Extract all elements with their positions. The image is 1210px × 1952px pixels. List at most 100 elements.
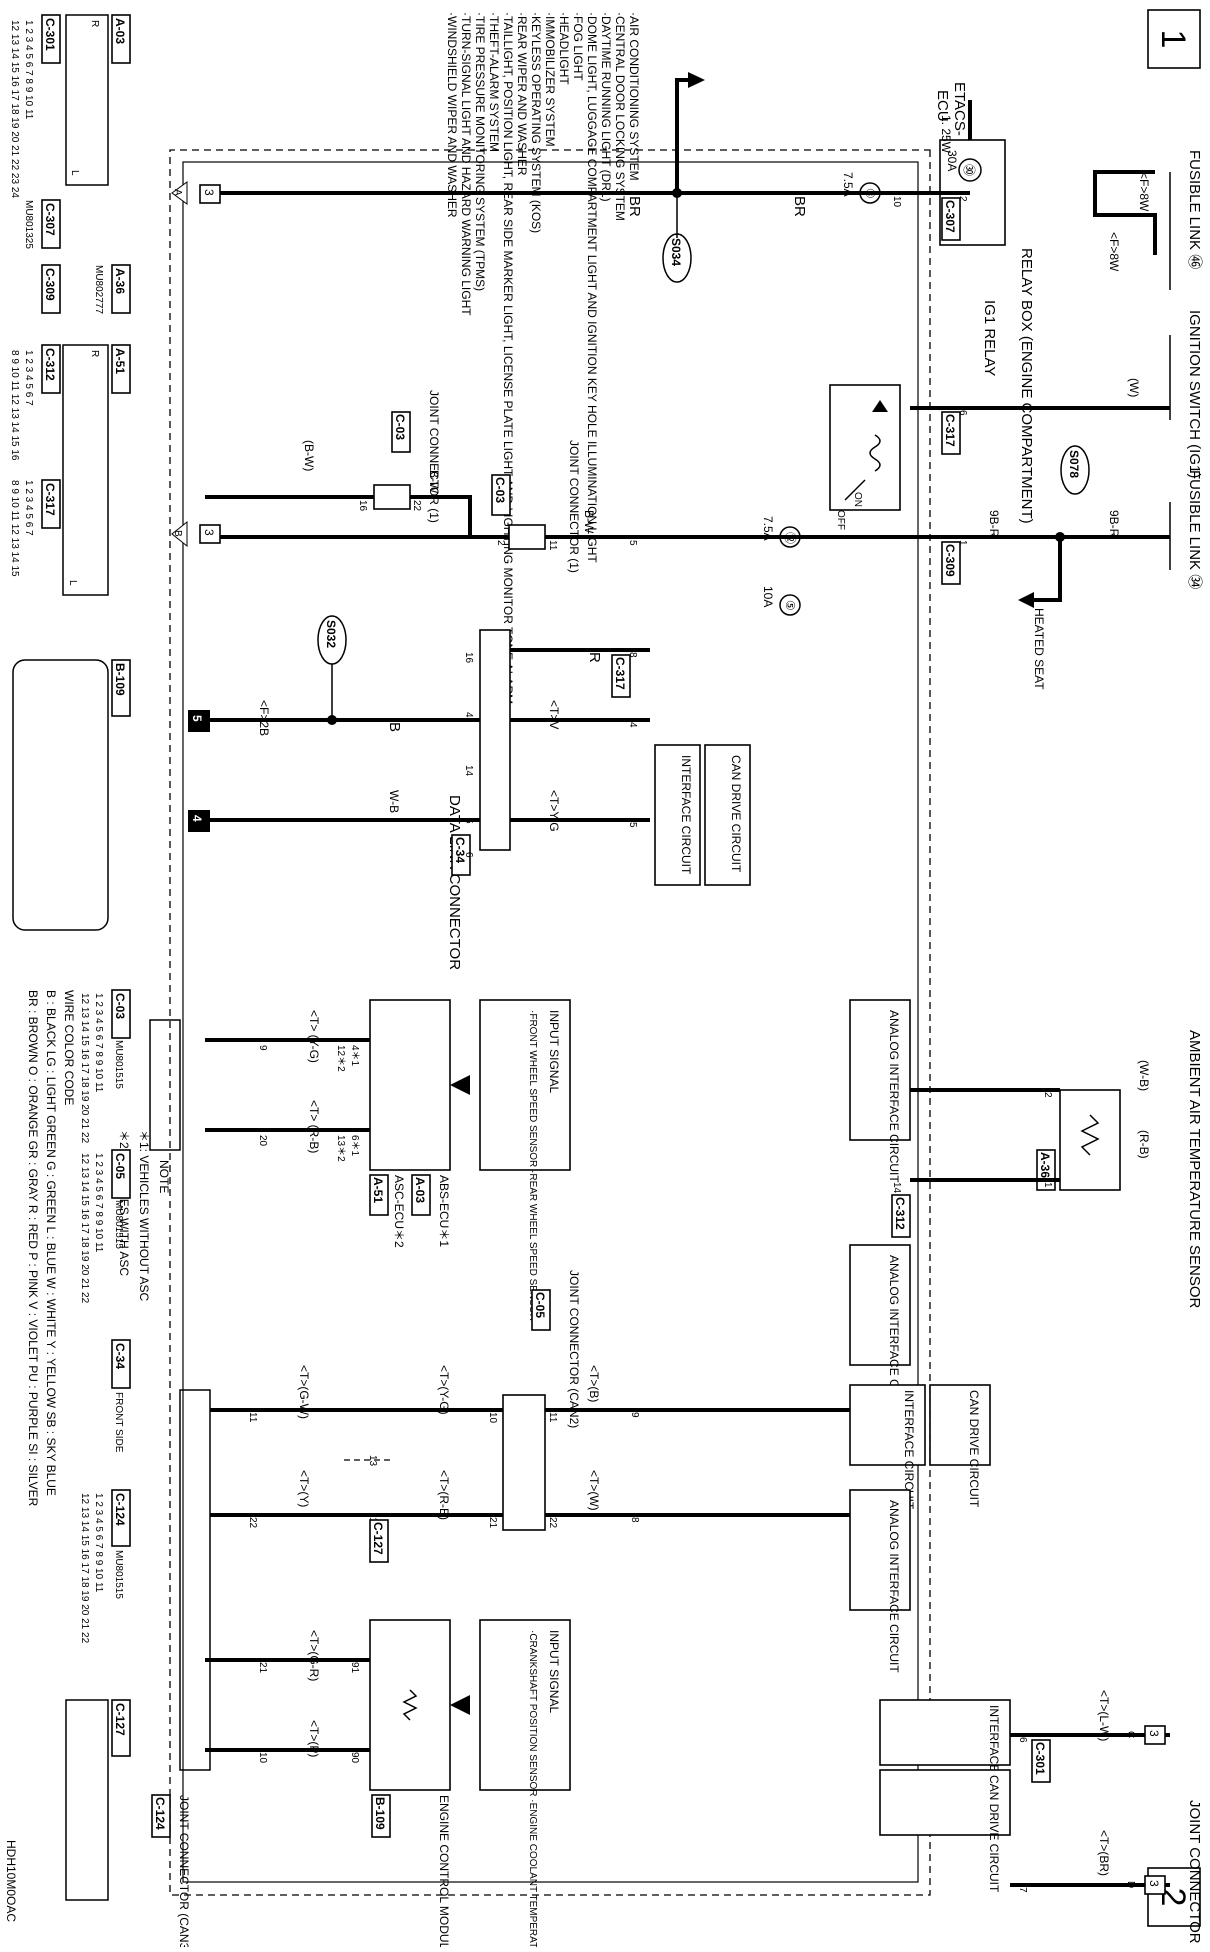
connector-c301-tag <box>1031 1739 1051 1783</box>
legend-row-1: B : BLACK LG : LIGHT GREEN G : GREEN L :… <box>44 990 58 1496</box>
conn-view-a03-label: A-03 <box>113 18 127 44</box>
relay-on-label: ON <box>852 492 863 507</box>
pin-1-a36: 1 <box>1042 1182 1053 1188</box>
pin-6x: 6＊1 <box>349 1135 360 1157</box>
etacs-ecu-inner <box>182 161 919 1883</box>
connector-c127: C-127 <box>371 1522 385 1555</box>
wire-tyg-label: <T>Y-G <box>547 790 561 832</box>
asc-ecu-label: ASC-ECU＊2 <box>392 1175 406 1248</box>
analog-3-label: ANALOG INTERFACE CIRCUIT <box>887 1500 901 1673</box>
pin-16-dlc: 16 <box>463 652 474 664</box>
conn-view-c301-row1: 1 2 3 4 5 6 7 8 9 10 11 <box>23 20 34 120</box>
wire-br-label-a: BR <box>791 196 808 217</box>
wire-9br-label-b: 9B-R <box>987 510 1001 538</box>
conn-view-a03-l: L <box>69 170 80 176</box>
arrow-up-systems <box>688 72 705 88</box>
conn-view-b109 <box>12 659 109 931</box>
connector-c307: C-307 <box>943 200 957 233</box>
wire-t-lw-label: <T>(L-W) <box>1097 1690 1111 1741</box>
pin-13-can: 13 <box>367 1455 378 1467</box>
fuse-8-amp: 7.5A <box>841 172 855 197</box>
ground-4-box <box>188 810 210 832</box>
splice-s032-label: S032 <box>324 620 338 648</box>
pin-9-etacs: 9 <box>629 1412 640 1418</box>
pin-2-c307: 2 <box>957 196 968 202</box>
ground-5-label: 5 <box>190 715 204 722</box>
wire-t-yg2-label: <T>(Y-G) <box>437 1365 451 1415</box>
analog-interface-1 <box>849 999 911 1141</box>
conn-view-a36-tag <box>111 264 131 314</box>
pin-4-etacs: 4 <box>627 722 638 728</box>
abs-ecu-box <box>369 999 451 1171</box>
arrow-input-1 <box>450 1075 470 1095</box>
pin-6-dlc: 6 <box>463 852 474 858</box>
note-title: NOTE <box>157 1160 171 1193</box>
conn-view-c124-row1: 1 2 3 4 5 6 7 8 9 10 11 <box>93 1493 104 1593</box>
arrow-ref-a <box>171 181 188 205</box>
conn-view-c307-tag <box>41 199 61 249</box>
conn-view-c317-label: C-317 <box>43 483 57 516</box>
pin-91-b109: 91 <box>349 1662 360 1674</box>
pin-2-c03: 2 <box>495 540 506 546</box>
input-signal-1-title: INPUT SIGNAL <box>547 1010 561 1093</box>
wire-wb-label: W-B <box>387 790 401 813</box>
conn-view-c124-row2: 12 13 14 15 16 17 18 19 20 21 22 <box>79 1493 90 1644</box>
conn-view-a51-tag <box>111 344 131 394</box>
connector-a03-tag <box>411 1174 431 1216</box>
connector-c03b: C-03 <box>393 414 407 440</box>
connector-c03a-tag <box>491 474 511 516</box>
ignition-wire-label: (W) <box>1127 378 1141 397</box>
pin-22-c03: 22 <box>411 500 422 512</box>
ig1-relay-label: IG1 RELAY <box>981 300 998 376</box>
wire-9br-label-a: 9B-R <box>1107 510 1121 538</box>
connector-c127-tag <box>369 1519 389 1563</box>
connector-c124: C-124 <box>153 1797 167 1830</box>
connector-c317: C-317 <box>943 414 957 447</box>
pin-11-c03: 11 <box>547 540 558 551</box>
connector-c317b: C-317 <box>613 657 627 690</box>
conn-view-b109-tag <box>111 659 131 717</box>
ref-3-a-box <box>199 184 221 204</box>
conn-view-c301-tag <box>41 14 61 64</box>
pin-10-c307: 10 <box>891 196 902 208</box>
input-signal-1-box <box>479 999 571 1171</box>
ignition-switch-label: IGNITION SWITCH (IG1) <box>1186 310 1203 478</box>
etacs-ecu-label: ETACS-ECU <box>934 82 968 136</box>
fuse-8-icon <box>859 182 881 204</box>
system-item-0: ·AIR CONDITIONING SYSTEM <box>627 12 641 181</box>
system-item-8: ·REAR WIPER AND WASHER <box>515 12 529 176</box>
pin-90-b109: 90 <box>349 1752 360 1764</box>
interface-circuit-1 <box>654 744 701 886</box>
system-item-11: ·TIRE PRESSURE MONITORING SYSTEM (TPMS) <box>473 12 487 291</box>
conn-view-c03-tag <box>111 989 131 1039</box>
interface-2-label: INTERFACE CIRCUIT <box>902 1390 916 1510</box>
pin-11-can3: 11 <box>247 1412 258 1423</box>
ref-3-c-box <box>1144 1725 1166 1745</box>
conn-view-a03-r: R <box>89 20 100 27</box>
conn-view-c127-tag <box>111 1699 131 1757</box>
thermistor-icon <box>1080 1114 1100 1156</box>
ref-3-b: 3 <box>202 529 216 536</box>
can-drive-circuit-2 <box>929 1384 991 1466</box>
legend-title: WIRE COLOR CODE <box>62 990 76 1105</box>
pin-20-c03: 20 <box>257 1135 268 1147</box>
wire-t-gr-label: <T>(G-R) <box>307 1630 321 1681</box>
page-number-box-1 <box>1147 9 1201 69</box>
wire-t-rb-label: <T> (R-B) <box>307 1100 321 1153</box>
pin-6-c317: 6 <box>957 410 968 416</box>
pin-22-c05: 22 <box>547 1517 558 1529</box>
conn-view-c05-part: MU801515 <box>113 1200 124 1249</box>
joint-can1-label: JOINT CONNECTOR (CAN1) <box>1186 1800 1203 1947</box>
wire-t-yg-label: <T> (Y-G) <box>307 1010 321 1063</box>
page-number-1: 1 <box>1154 30 1192 49</box>
ground-5-box <box>188 710 210 732</box>
analog-1-label: ANALOG INTERFACE CIRCUIT <box>887 1010 901 1183</box>
ref-3-d-box <box>1144 1875 1166 1895</box>
input-signal-2-body: ·CRANKSHAFT POSITION SENSOR ·ENGINE COOL… <box>527 1630 538 1947</box>
can-drive-3-label: CAN DRIVE CIRCUIT <box>987 1775 1001 1893</box>
conn-view-c301-row2: 12 13 14 15 16 17 18 19 20 21 22 23 24 <box>9 20 20 198</box>
conn-view-c124-label: C-124 <box>113 1493 127 1526</box>
system-item-13: ·WINDSHIELD WIPER AND WASHER <box>445 12 459 218</box>
conn-view-a51-l: L <box>67 580 78 586</box>
